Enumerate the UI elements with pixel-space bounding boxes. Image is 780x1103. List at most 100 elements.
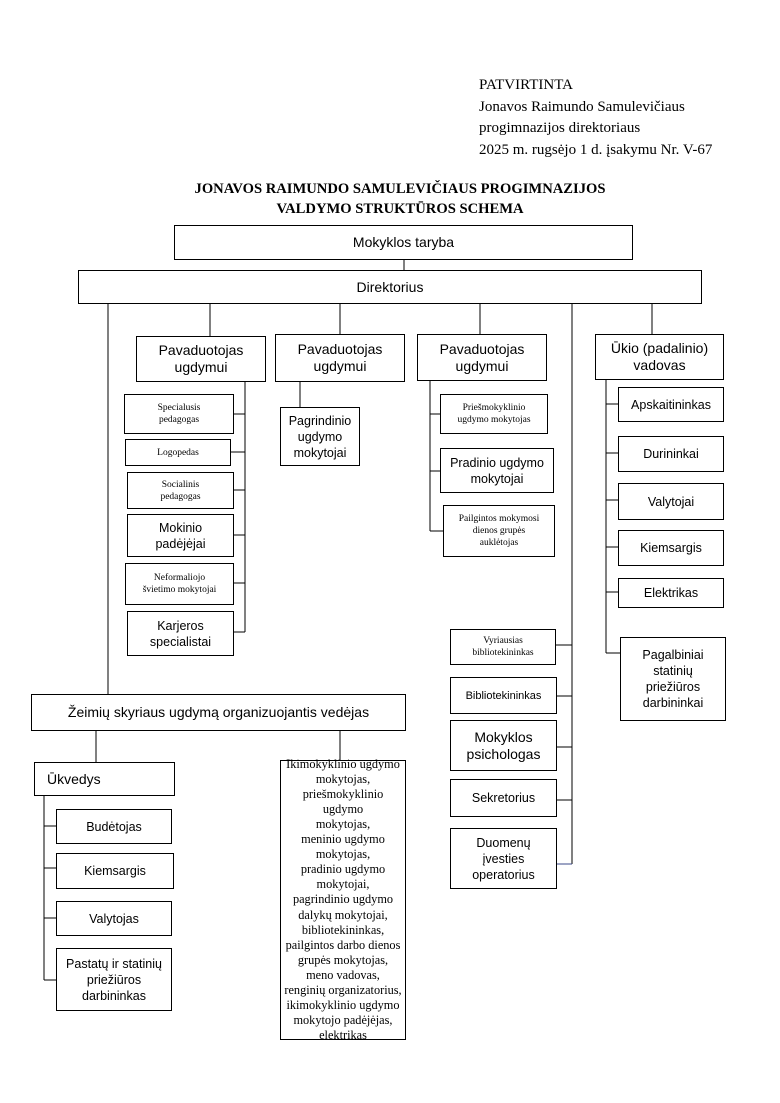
student-assistants-box: Mokinio padėjėjai [127,514,234,557]
box-label: Karjeros [157,618,204,633]
box-label: Kiemsargis [84,864,146,878]
box-label: psichologas [466,745,541,762]
cleaners-box: Valytojai [618,483,724,520]
box-label: bibliotekininkas [472,648,534,658]
speech-therapist-box: Logopedas [125,439,231,466]
box-label: Vyriausias [483,636,523,646]
box-label: švietimo mokytojai [142,585,217,595]
box-label: Žeimių skyriaus ugdymą organizuojantis v… [67,704,370,720]
deputy-3-box: Pavaduotojas ugdymui [417,334,547,381]
box-label: Direktorius [356,278,424,295]
box-label: pradinio ugdymo [300,862,386,877]
box-label: ugdymui [313,358,367,374]
secretary-box: Sekretorius [450,779,557,817]
box-label: mokytojo padėjėjas, [293,1013,393,1028]
box-label: Pagalbiniai [642,648,704,662]
box-label: Elektrikas [643,586,699,600]
box-label: auklėtojas [479,538,519,548]
box-label: elektrikas [319,1028,367,1043]
box-label: mokytojai, [316,877,370,892]
title-line: JONAVOS RAIMUNDO SAMULEVIČIAUS PROGIMNAZ… [194,181,606,197]
box-label: Neformaliojo [153,573,206,583]
box-label: Socialinis [161,479,200,490]
box-label: įvesties [482,851,525,866]
approval-line: progimnazijos direktoriaus [479,120,641,136]
librarian-box: Bibliotekininkas [450,677,557,714]
box-label: Valytojai [647,494,695,509]
box-label: renginių organizatorius, [284,983,402,998]
box-label: ugdymo [297,429,343,444]
box-label: mokytojas, [315,771,371,786]
approval-line: PATVIRTINTA [479,77,574,93]
deputy-2-box: Pavaduotojas ugdymui [275,334,405,382]
box-label: Mokyklos taryba [352,234,455,250]
box-label: mokytojai [470,471,524,486]
box-label: Pavaduotojas [297,341,383,357]
box-label: padėjėjai [155,536,206,551]
basic-education-teachers-box: Pagrindinio ugdymo mokytojai [280,407,360,466]
box-label: Sekretorius [471,791,536,805]
extended-day-group-box: Pailgintos mokymosi dienos grupės auklėt… [443,505,555,557]
box-label: meninio ugdymo [301,832,385,847]
building-maintenance-worker-box: Pastatų ir statinių priežiūros darbinink… [56,948,172,1011]
box-label: darbininkas [82,988,146,1003]
box-label: operatorius [472,867,535,882]
doorkeepers-box: Durininkai [618,436,724,472]
box-label: grupės mokytojas, [297,952,389,967]
economy-head-box: Ūkio (padalinio) vadovas [595,334,724,380]
box-label: darbininkai [642,696,704,710]
box-label: dalykų mokytojai, [298,907,388,922]
data-entry-operator-box: Duomenų įvesties operatorius [450,828,557,889]
box-label: Specialusis [157,403,201,413]
caretaker-box: Ūkvedys [34,762,175,796]
box-label: Pavaduotojas [158,342,244,358]
approval-block: PATVIRTINTA Jonavos Raimundo Samulevičia… [479,75,712,161]
box-label: Mokinio [158,520,203,535]
accountant-box: Apskaitininkas [618,387,724,422]
non-formal-teachers-box: Neformaliojo švietimo mokytojai [125,563,234,605]
special-pedagogue-box: Specialusis pedagogas [124,394,234,434]
box-label: Ūkio (padalinio) [610,340,709,356]
approval-line: 2025 m. rugsėjo 1 d. įsakymu Nr. V-67 [479,141,713,158]
box-label: ikimokyklinio ugdymo [286,998,400,1013]
box-label: pedagogas [160,491,201,502]
box-label: Pavaduotojas [439,340,525,357]
maintenance-workers-box: Pagalbiniai statinių priežiūros darbinin… [620,637,726,721]
preschool-teacher-box: Priešmokyklinio ugdymo mokytojas [440,394,548,434]
box-label: Bibliotekininkas [465,689,542,702]
box-label: Pradinio ugdymo [450,455,544,470]
primary-teachers-box: Pradinio ugdymo mokytojai [440,448,554,493]
box-label: priežiūros [86,972,142,987]
zeimiai-teachers-box: Ikimokyklinio ugdymo mokytojas, priešmok… [280,756,406,1043]
box-label: meno vadovas, [306,967,380,982]
watchman-box: Budėtojas [56,809,172,844]
box-label: Mokyklos [474,728,533,745]
box-label: Ikimokyklinio ugdymo [286,756,400,771]
box-label: bibliotekininkas, [301,922,385,937]
electrician-box: Elektrikas [618,578,724,608]
career-specialists-box: Karjeros specialistai [127,611,234,656]
yard-keeper-box: Kiemsargis [618,530,724,566]
box-label: priešmokyklinio ugdymo [302,786,384,816]
box-label: specialistai [149,634,212,649]
box-label: Kiemsargis [640,541,702,555]
box-label: Pailgintos mokymosi [458,514,540,524]
box-label: Logopedas [157,447,199,458]
box-label: statinių [653,664,693,678]
box-label: Valytojas [89,911,139,926]
box-label: Budėtojas [86,819,142,834]
box-label: Pagrindinio [288,413,352,428]
box-label: Ūkvedys [47,770,101,787]
school-psychologist-box: Mokyklos psichologas [450,720,557,771]
yard-keeper-zeimiai-box: Kiemsargis [56,853,174,889]
box-label: vadovas [633,357,686,373]
box-label: Priešmokyklinio [462,403,526,413]
box-label: Apskaitininkas [631,397,711,412]
box-label: ugdymo mokytojas [457,415,531,425]
cleaner-zeimiai-box: Valytojas [56,901,172,936]
approval-line: Jonavos Raimundo Samulevičiaus [479,98,685,115]
school-council-box: Mokyklos taryba [174,225,633,260]
box-label: ugdymui [174,359,228,375]
box-label: ugdymui [455,357,509,374]
